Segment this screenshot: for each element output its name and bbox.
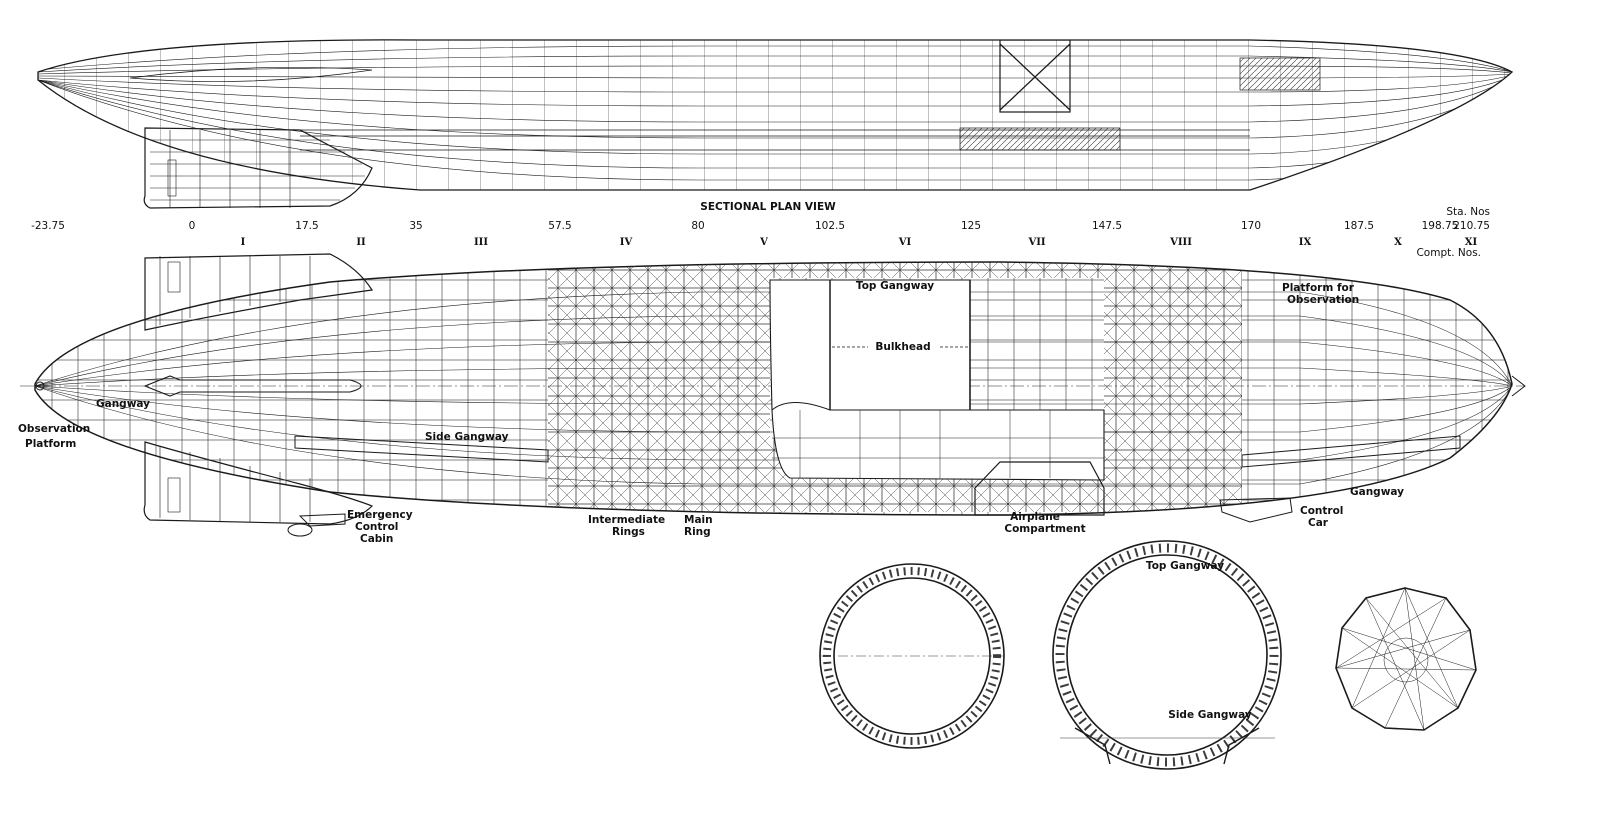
station-number: -23.75 [31, 220, 65, 232]
compartment-number: XI [1465, 237, 1478, 248]
compartment-number: IV [620, 237, 633, 248]
emergency-label-2: Control [355, 521, 398, 533]
bulkhead-label: Bulkhead [875, 341, 930, 353]
hangar [974, 461, 1105, 516]
hull-outline [34, 261, 1513, 516]
compartment-number: I [241, 237, 246, 248]
station-number: 102.5 [815, 220, 845, 232]
emergency-label-1: Emergency [347, 509, 413, 521]
annotation-labels: Top Gangway Bulkhead Platform for Observ… [18, 280, 1404, 721]
compartment-number: V [759, 237, 768, 248]
side-gangway-band [294, 435, 549, 463]
control-car-label-2: Car [1308, 517, 1329, 529]
station-number: 0 [189, 220, 196, 232]
main-ring-label-1: Main [684, 514, 713, 526]
compartment-number: VIII [1169, 237, 1192, 248]
station-number: 170 [1241, 220, 1261, 232]
station-number: 57.5 [548, 220, 571, 232]
control-car-label-1: Control [1300, 505, 1343, 517]
compartment-header: Compt. Nos. [1416, 247, 1481, 259]
side-gangway-label: Side Gangway [425, 431, 509, 443]
airplane-compartment-void [769, 279, 1105, 481]
station-numbers: -23.75 0 17.5 35 57.5 80 102.5 125 147.5 170 187.5… [31, 220, 1458, 232]
observation-platform-label-2: Platform [25, 438, 76, 450]
section-top-gangway-label: Top Gangway [1146, 560, 1224, 572]
airplane-compartment-label-1: Airplane [1010, 511, 1060, 523]
sectional-plan-view: SECTIONAL PLAN VIEW [37, 39, 1513, 213]
control-car [1219, 497, 1293, 523]
station-header-end: 210.75 [1453, 220, 1490, 232]
platform-observation-label-2: Observation [1287, 294, 1359, 306]
compartment-number: X [1394, 237, 1402, 248]
station-header-label: Sta. Nos [1446, 206, 1490, 218]
compartment-number: VI [898, 237, 912, 248]
cross-section-ring-2 [1052, 540, 1282, 770]
platform-observation-label-1: Platform for [1282, 282, 1355, 294]
gangway-tail-label: Gangway [1350, 486, 1404, 498]
compartment-number: VII [1027, 237, 1045, 248]
compartment-number: III [474, 237, 488, 248]
intermediate-rings-label-1: Intermediate [588, 514, 665, 526]
station-number: 35 [409, 220, 422, 232]
main-ring-label-2: Ring [684, 526, 711, 538]
compartment-number: II [356, 237, 366, 248]
station-number: 147.5 [1092, 220, 1122, 232]
top-gangway-label: Top Gangway [856, 280, 934, 292]
station-number: 187.5 [1344, 220, 1374, 232]
longitudinal-section [20, 253, 1526, 537]
station-number: 80 [691, 220, 704, 232]
gangway-nose-label: Gangway [96, 398, 150, 410]
observation-platform-label-1: Observation [18, 423, 90, 435]
station-number: 125 [961, 220, 981, 232]
cross-section-ring-1 [819, 563, 1005, 749]
station-number: 17.5 [295, 220, 318, 232]
emergency-label-3: Cabin [360, 533, 393, 545]
station-number: 198.75 [1422, 220, 1459, 232]
emergency-cabin [298, 513, 346, 527]
intermediate-rings-label-2: Rings [612, 526, 645, 538]
compartment-number: IX [1299, 237, 1312, 248]
section-side-gangway-label: Side Gangway [1168, 709, 1252, 721]
axial-gangway [143, 375, 362, 397]
cross-section-bulkhead [1335, 587, 1477, 731]
plan-view-title: SECTIONAL PLAN VIEW [700, 201, 836, 213]
airplane-compartment-label-2: Compartment [1004, 523, 1085, 535]
